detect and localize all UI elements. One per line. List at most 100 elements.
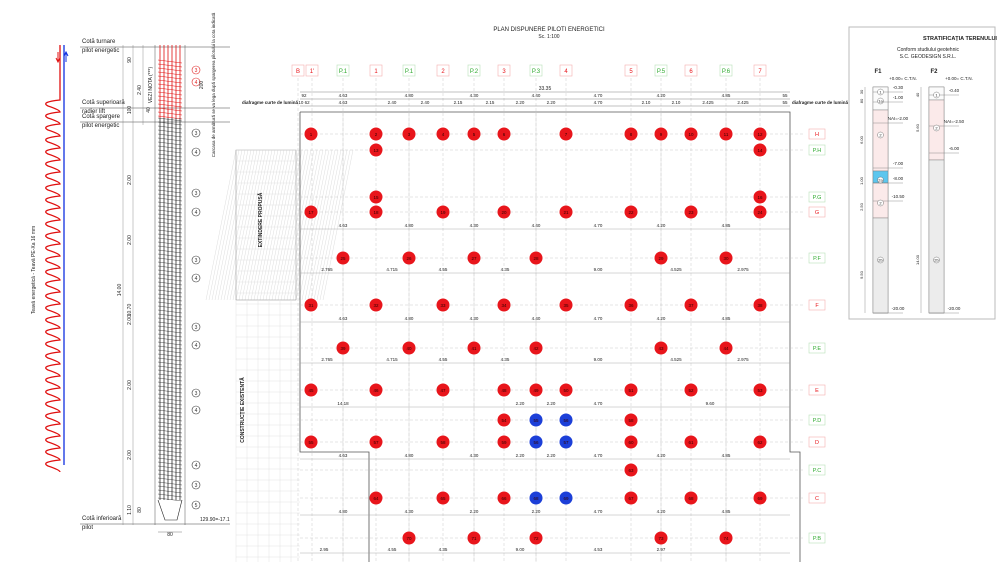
energy-pile[interactable]: 50 [559, 383, 573, 397]
energy-pile[interactable]: 33 [436, 298, 450, 312]
energy-pile[interactable]: 25 [336, 251, 350, 265]
energy-pile[interactable]: 30 [719, 251, 733, 265]
stirrup-red [157, 59, 183, 64]
energy-pile[interactable]: 35 [559, 298, 573, 312]
energy-pile[interactable]: 47 [436, 383, 450, 397]
energy-pile[interactable]: 68 [529, 491, 543, 505]
energy-pile[interactable]: 5 [467, 127, 481, 141]
existing-building-label: CONSTRUCȚIE EXISTENTĂ [239, 377, 246, 443]
energy-pile[interactable]: 27 [467, 251, 481, 265]
energy-pile[interactable]: 58 [624, 413, 638, 427]
energy-pile[interactable]: 61 [684, 435, 698, 449]
energy-pile[interactable]: 73 [654, 531, 668, 545]
energy-pile[interactable]: 56 [529, 435, 543, 449]
energy-pile[interactable]: 19 [436, 205, 450, 219]
energy-pile[interactable]: 70 [402, 531, 416, 545]
axis-marker-P.1 [336, 64, 350, 77]
stirrup-black [157, 357, 183, 362]
energy-pile[interactable]: 23 [684, 205, 698, 219]
pile-number: 41 [471, 346, 477, 351]
energy-pile[interactable]: 32 [369, 298, 383, 312]
energy-pile[interactable]: 36 [624, 298, 638, 312]
energy-pile[interactable]: 56 [559, 413, 573, 427]
energy-pile[interactable]: 38 [753, 298, 767, 312]
energy-pile[interactable]: 8 [624, 127, 638, 141]
energy-pile[interactable]: 71 [467, 531, 481, 545]
energy-pile[interactable]: 54 [497, 413, 511, 427]
energy-pile[interactable]: 45 [304, 383, 318, 397]
energy-pile[interactable]: 3 [402, 127, 416, 141]
level-value: -6.00 [949, 146, 960, 151]
energy-pile[interactable]: 53 [753, 383, 767, 397]
energy-pile[interactable]: 34 [497, 298, 511, 312]
energy-pile[interactable]: 7 [559, 127, 573, 141]
level-value: -0.40 [949, 88, 960, 93]
energy-pile[interactable]: 55 [304, 435, 318, 449]
energy-pile[interactable]: 52 [684, 383, 698, 397]
energy-pile[interactable]: 67 [624, 491, 638, 505]
energy-pile[interactable]: 24 [753, 205, 767, 219]
pile-circle [684, 298, 698, 312]
energy-pile[interactable]: 37 [684, 298, 698, 312]
energy-pile[interactable]: 13 [369, 143, 383, 157]
energy-pile[interactable]: 39 [336, 341, 350, 355]
energy-pile[interactable]: 44 [719, 341, 733, 355]
energy-pile[interactable]: 64 [369, 491, 383, 505]
energy-pile[interactable]: 20 [497, 205, 511, 219]
stirrup-black [157, 145, 183, 150]
energy-pile[interactable]: 2 [369, 127, 383, 141]
energy-pile[interactable]: 42 [529, 341, 543, 355]
energy-pile[interactable]: 10 [684, 127, 698, 141]
energy-pile[interactable]: 12 [753, 127, 767, 141]
energy-pile[interactable]: 21 [559, 205, 573, 219]
stirrup-black [157, 469, 183, 474]
axis-label: 1 [374, 69, 378, 75]
dimension-value: 4.80 [405, 316, 414, 321]
energy-pile[interactable]: 22 [624, 205, 638, 219]
energy-pile[interactable]: 48 [497, 383, 511, 397]
energy-pile[interactable]: 46 [369, 383, 383, 397]
energy-pile[interactable]: 58 [436, 435, 450, 449]
energy-pile[interactable]: 60 [624, 435, 638, 449]
energy-pile[interactable]: 57 [369, 435, 383, 449]
energy-pile[interactable]: 31 [304, 298, 318, 312]
energy-pile[interactable]: 51 [624, 383, 638, 397]
dim-80: 80 [137, 507, 143, 513]
energy-pile[interactable]: 26 [402, 251, 416, 265]
energy-pile[interactable]: 6 [497, 127, 511, 141]
energy-pile[interactable]: 66 [497, 491, 511, 505]
energy-pile[interactable]: 15 [369, 190, 383, 204]
layer-number: 1 [879, 90, 882, 95]
energy-pile[interactable]: 63 [624, 463, 638, 477]
energy-pile[interactable]: 41 [467, 341, 481, 355]
energy-pile[interactable]: 17 [304, 205, 318, 219]
stirrup-black [157, 309, 183, 314]
energy-pile[interactable]: 74 [719, 531, 733, 545]
energy-pile[interactable]: 68 [684, 491, 698, 505]
row-label: P.G [813, 195, 822, 201]
energy-pile[interactable]: 69 [753, 491, 767, 505]
energy-pile[interactable]: 16 [753, 190, 767, 204]
energy-pile[interactable]: 43 [654, 341, 668, 355]
energy-pile[interactable]: 65 [436, 491, 450, 505]
energy-pile[interactable]: 72 [529, 531, 543, 545]
energy-pile[interactable]: 59 [497, 435, 511, 449]
pile-circle [529, 383, 543, 397]
energy-pile[interactable]: 11 [719, 127, 733, 141]
energy-pile[interactable]: 55 [529, 413, 543, 427]
energy-pile[interactable]: 57 [559, 435, 573, 449]
energy-pile[interactable]: 62 [753, 435, 767, 449]
borehole-top-level: +0.00= C.T.N. [945, 76, 973, 81]
layer-number: 2b [878, 258, 883, 263]
axis-marker-B [291, 64, 305, 77]
energy-pile[interactable]: 1 [304, 127, 318, 141]
energy-pile[interactable]: 18 [369, 205, 383, 219]
energy-pile[interactable]: 49 [529, 383, 543, 397]
energy-pile[interactable]: 29 [654, 251, 668, 265]
energy-pile[interactable]: 9 [654, 127, 668, 141]
energy-pile[interactable]: 4 [436, 127, 450, 141]
energy-pile[interactable]: 28 [529, 251, 543, 265]
energy-pile[interactable]: 69 [559, 491, 573, 505]
energy-pile[interactable]: 14 [753, 143, 767, 157]
energy-pile[interactable]: 40 [402, 341, 416, 355]
